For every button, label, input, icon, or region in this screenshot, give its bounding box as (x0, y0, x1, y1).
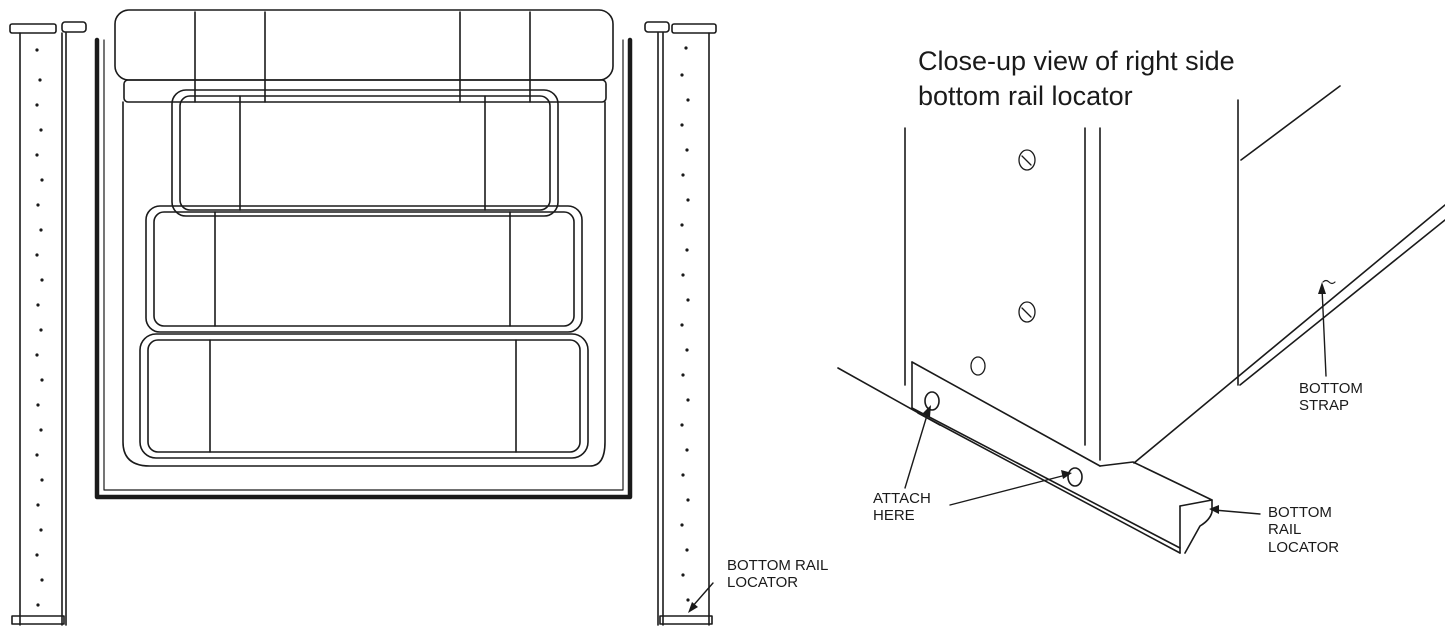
left-rack-post (9, 21, 87, 626)
bottom-strap-label: BOTTOM STRAP (1299, 380, 1363, 415)
right-rack-post (644, 21, 717, 626)
attach-here-label: ATTACH HERE (873, 490, 931, 525)
closeup-arrows (904, 282, 1327, 515)
closeup-heading-line1: Close-up view of right side (918, 46, 1235, 76)
closeup-heading-line2: bottom rail locator (918, 81, 1133, 111)
right-post-holes (680, 46, 690, 602)
battery-block-top (114, 9, 614, 103)
closeup-locator-bracket (837, 361, 1213, 554)
battery-block-2 (171, 89, 559, 217)
battery-block-3 (145, 205, 583, 333)
battery-tray (94, 37, 633, 500)
left-post-holes (35, 48, 44, 607)
closeup-post-holes (970, 149, 1036, 376)
closeup-bottom-strap (1133, 204, 1445, 464)
closeup-post (904, 85, 1341, 461)
battery-block-4 (122, 101, 606, 467)
left-bottom-rail-locator-label: BOTTOM RAIL LOCATOR (727, 557, 829, 592)
right-bottom-rail-locator-label: BOTTOM RAIL LOCATOR (1268, 504, 1340, 556)
left-locator-arrow (688, 582, 714, 613)
